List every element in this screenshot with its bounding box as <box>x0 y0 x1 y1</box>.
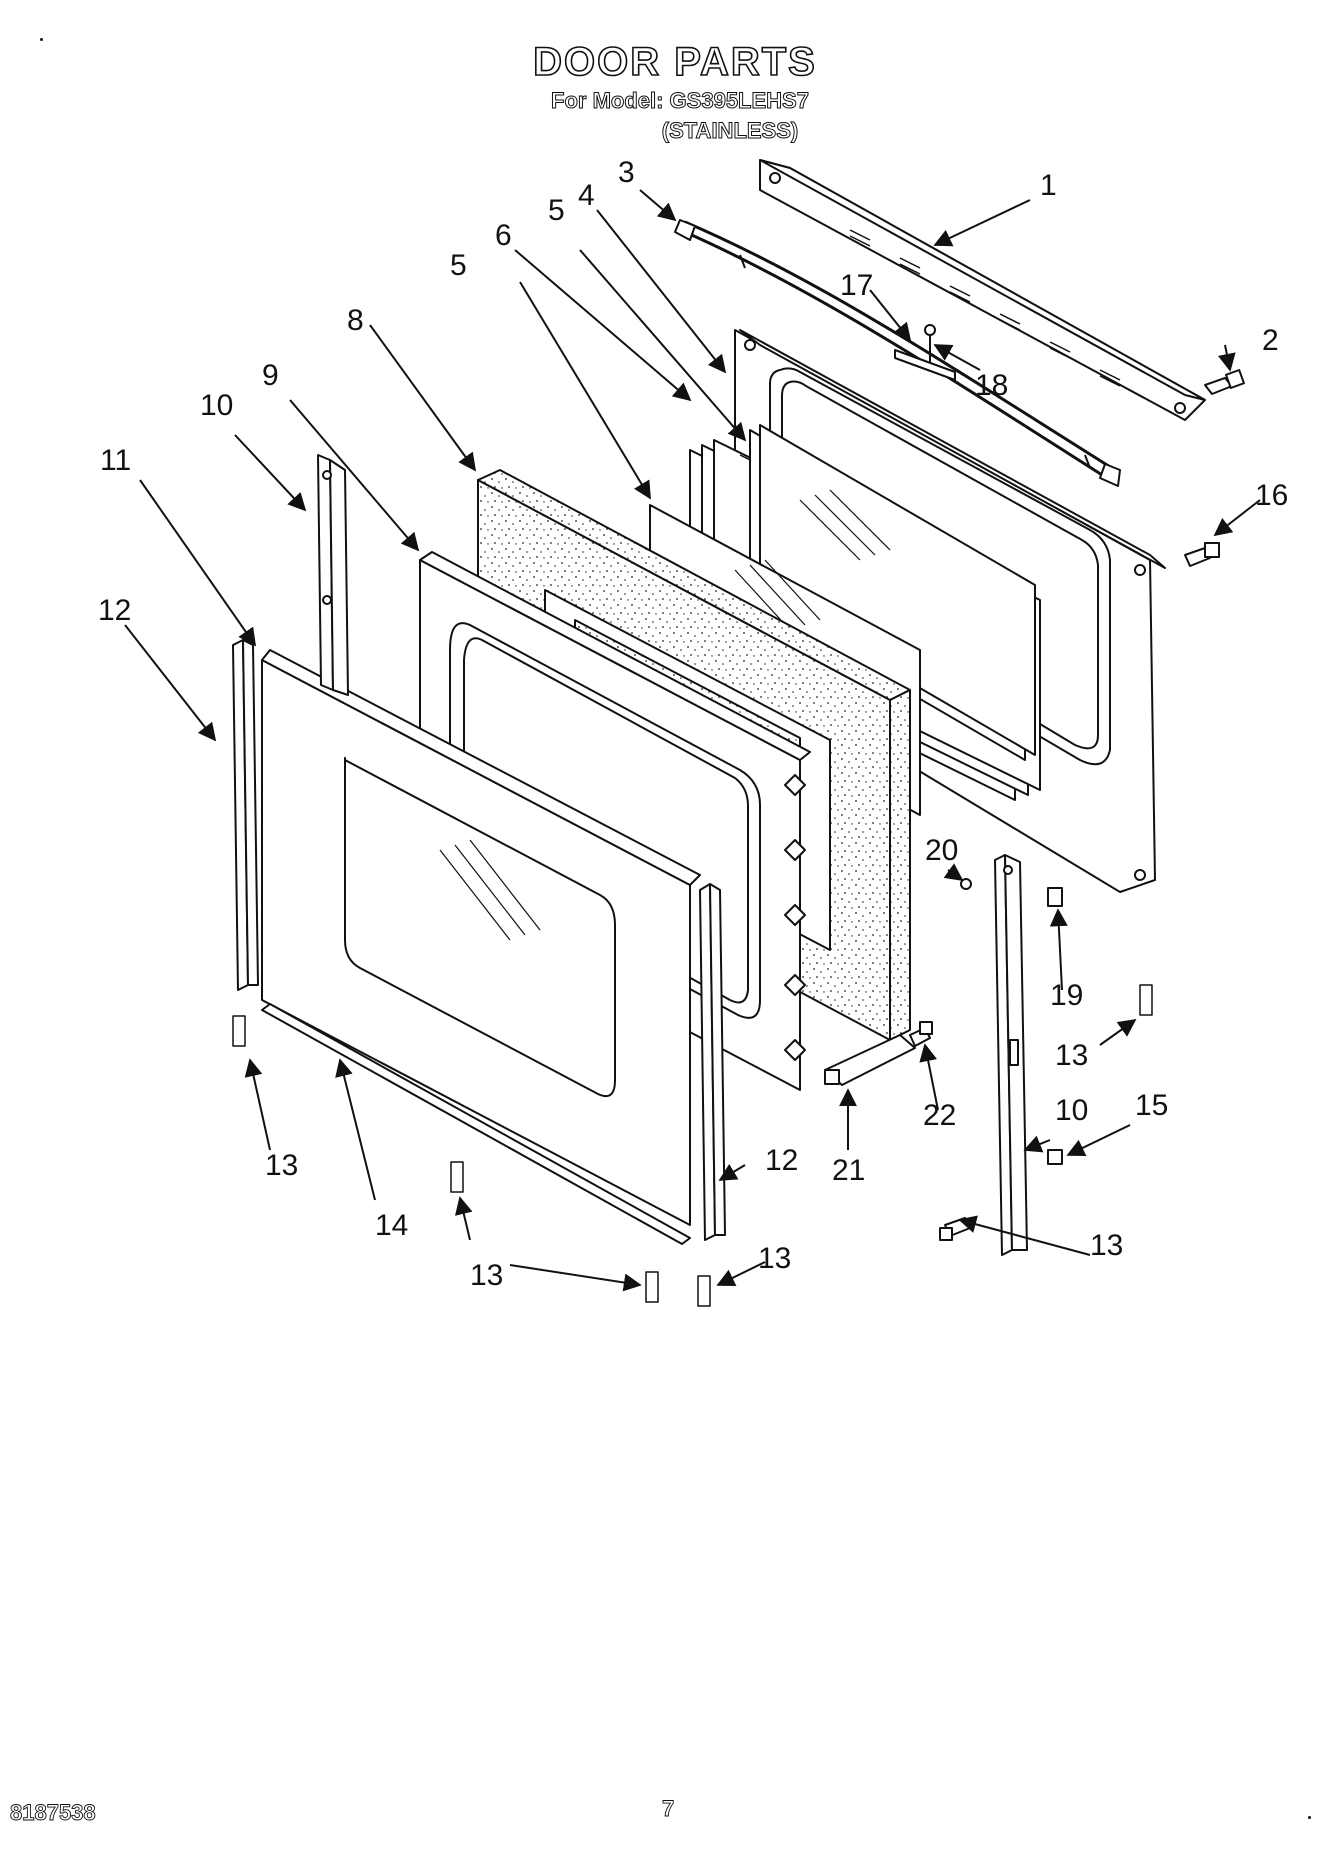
part-door-handle <box>674 219 1121 487</box>
callout: 11 <box>100 444 131 477</box>
callout: 17 <box>840 269 873 302</box>
callout: 2 <box>1262 324 1279 357</box>
part-bottom-trim <box>261 1003 691 1245</box>
scan-dot <box>1308 1816 1311 1819</box>
part-window-glass <box>749 424 1036 761</box>
part-vent-trim <box>759 159 1206 421</box>
callout: 10 <box>1055 1094 1088 1127</box>
callout: 16 <box>1255 479 1288 512</box>
callout: 14 <box>375 1209 408 1242</box>
callout: 18 <box>975 369 1008 402</box>
model-line: For Model: GS395LEHS7 <box>551 88 810 114</box>
callout: 4 <box>578 179 595 212</box>
callout: 13 <box>758 1242 791 1275</box>
callout: 1 <box>1040 169 1057 202</box>
callout: 19 <box>1050 979 1083 1012</box>
callout: 15 <box>1135 1089 1168 1122</box>
callout: 13 <box>1090 1229 1123 1262</box>
callout-labels: 1 2 3 4 5 5 6 8 9 10 11 12 16 17 18 20 1… <box>98 156 1288 1292</box>
callout: 21 <box>832 1154 865 1187</box>
callout: 22 <box>923 1099 956 1132</box>
callout: 9 <box>262 359 279 392</box>
callout: 12 <box>98 594 131 627</box>
callout: 13 <box>1055 1039 1088 1072</box>
scan-dot <box>40 38 43 41</box>
callout: 8 <box>347 304 364 337</box>
part-hinge-channel-left <box>317 454 349 696</box>
part-screw-16 <box>1184 542 1220 567</box>
page-number: 7 <box>662 1796 675 1822</box>
callout: 20 <box>925 834 958 867</box>
part-outer-door <box>261 649 701 1226</box>
part-clip-19 <box>1047 887 1063 907</box>
part-handle-bracket <box>894 324 956 381</box>
part-hinge-bracket <box>824 1034 916 1086</box>
document-number: 8187538 <box>10 1800 97 1826</box>
callout: 13 <box>470 1259 503 1292</box>
part-spacer-20 <box>960 878 972 890</box>
callout: 5 <box>548 194 565 227</box>
part-side-trim-left <box>232 639 259 991</box>
callout: 6 <box>495 219 512 252</box>
callout: 5 <box>450 249 467 282</box>
part-screw-13 <box>232 984 1153 1307</box>
page-title: DOOR PARTS <box>532 39 817 85</box>
callout: 10 <box>200 389 233 422</box>
callout: 12 <box>765 1144 798 1177</box>
part-clip-15 <box>1047 1149 1063 1165</box>
part-side-trim-right <box>699 883 726 1241</box>
callout: 3 <box>618 156 635 189</box>
part-hinge-channel-right <box>994 854 1028 1256</box>
callout: 13 <box>265 1149 298 1182</box>
finish-label: (STAINLESS) <box>661 118 799 144</box>
part-screw-22 <box>909 1021 933 1047</box>
part-screw-2 <box>1204 369 1245 395</box>
